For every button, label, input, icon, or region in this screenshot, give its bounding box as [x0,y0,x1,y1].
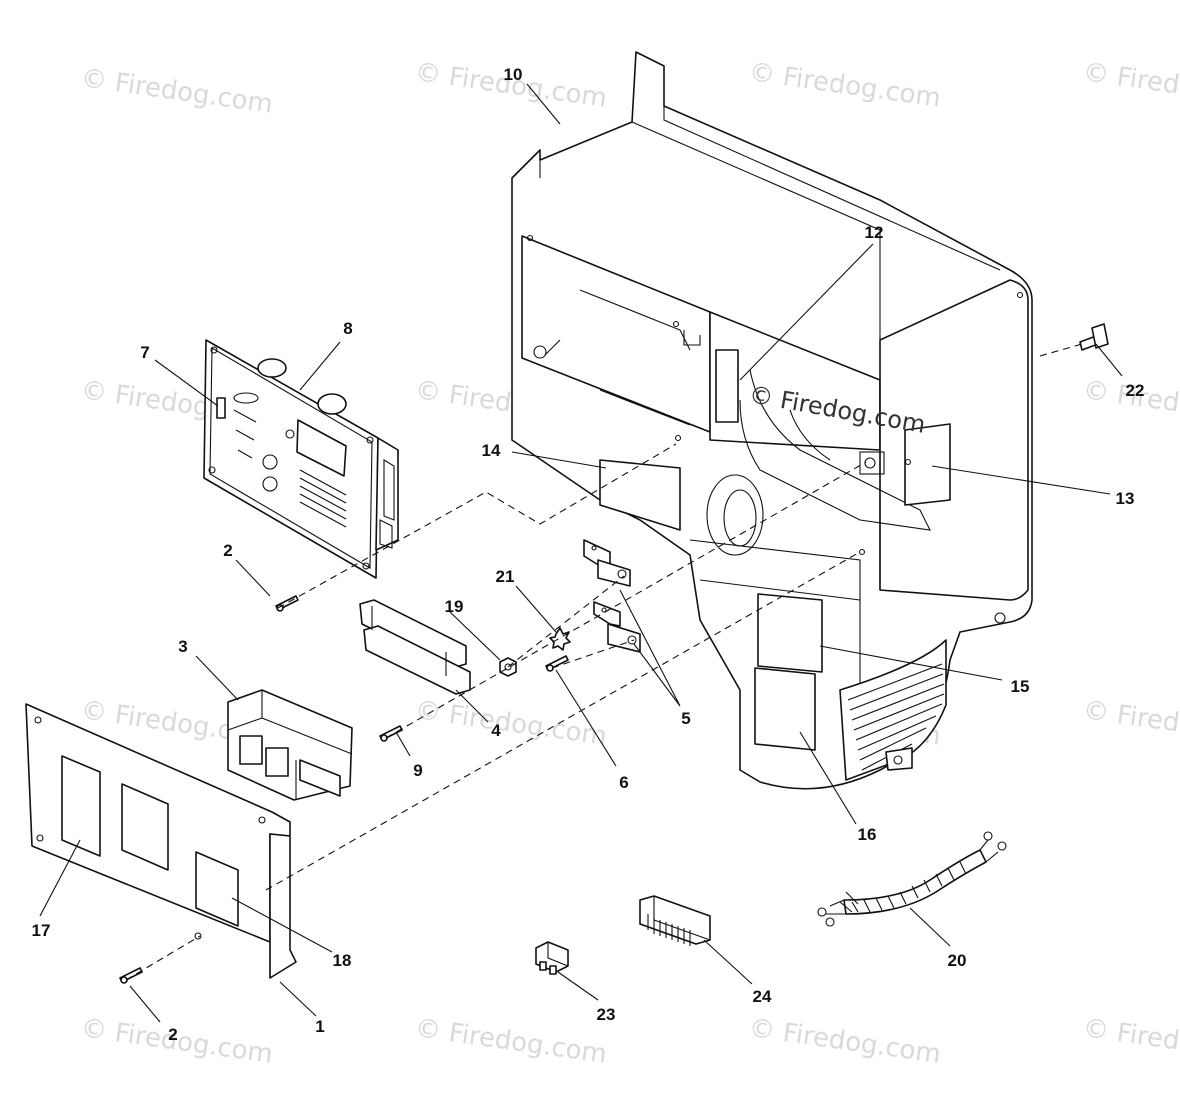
assembly-lines [125,343,1083,981]
callout-labels: 10 12 22 13 14 15 16 7 8 2 3 4 9 19 21 6… [32,65,1145,1044]
watermark: © Firedog.com [1081,1013,1180,1070]
callout-14: 14 [482,441,501,460]
part-10-housing [511,51,1033,790]
watermark: © Firedog.com [413,695,609,752]
part-24-multi-pin-connector [639,895,711,946]
part-20-wire-harness [817,831,1007,927]
callout-1: 1 [315,1017,324,1036]
grille-louvers [847,663,945,771]
watermark: © Firedog.com [1081,695,1180,752]
callout-19: 19 [445,597,464,616]
watermark: © Firedog.com [747,1013,943,1070]
part-9-screw [379,725,403,742]
watermark: © Firedog.com [1081,57,1180,114]
callout-3: 3 [178,637,187,656]
part-23-two-pin-connector [535,941,569,975]
callout-17: 17 [32,921,51,940]
callout-15: 15 [1011,677,1030,696]
part-8-control-module [203,339,399,579]
callout-8: 8 [343,319,352,338]
callout-7: 7 [140,343,149,362]
watermark: © Firedog.com [747,57,943,114]
leader-lines [39,83,1123,1023]
callout-23: 23 [597,1005,616,1024]
part-21-star-washer [549,627,571,651]
part-1-front-panel [25,703,297,979]
watermark: © Firedog.com [79,63,275,120]
callout-24: 24 [753,987,772,1006]
callout-16: 16 [858,825,877,844]
callout-2-upper: 2 [223,541,232,560]
part-5-terminal-blocks [583,539,641,653]
part-2-screw-lower [119,967,143,984]
callout-22: 22 [1126,381,1145,400]
part-3-circuit-breaker [227,689,353,801]
watermark: © Firedog.com [413,1013,609,1070]
callout-21: 21 [496,567,515,586]
part-2-screw-upper [275,595,299,612]
callout-5: 5 [681,709,690,728]
callout-12: 12 [865,223,884,242]
callout-4: 4 [491,721,501,740]
callout-6: 6 [619,773,628,792]
callout-9: 9 [413,761,422,780]
callout-20: 20 [948,951,967,970]
callout-13: 13 [1116,489,1135,508]
callout-10: 10 [504,65,523,84]
part-22-bolt [1079,323,1109,351]
callout-2-lower: 2 [168,1025,177,1044]
callout-18: 18 [333,951,352,970]
